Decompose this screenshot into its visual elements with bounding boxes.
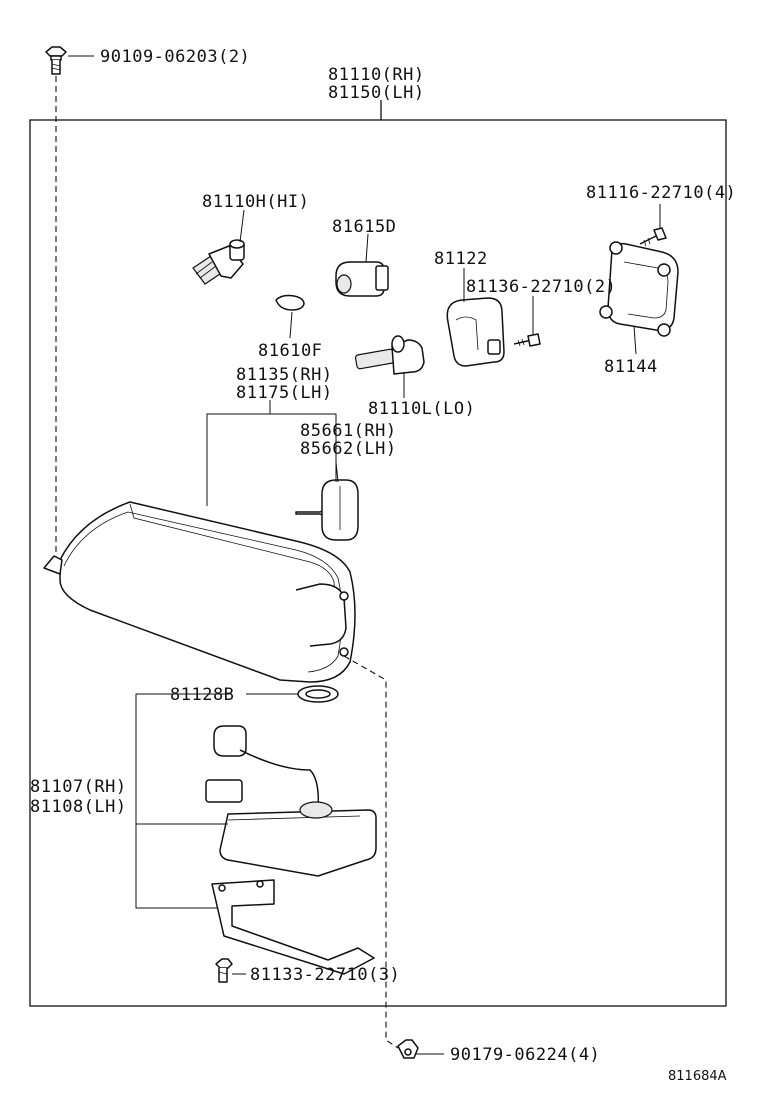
hi-beam-bulb-icon — [192, 239, 245, 285]
label-ballast-lh: 81108(LH) — [30, 797, 127, 817]
label-ballast-rh: 81107(RH) — [30, 777, 127, 797]
label-gasket: 81128B — [170, 685, 234, 705]
top-screw-icon — [45, 46, 67, 75]
hi-bulb-leader — [239, 209, 245, 243]
lo-beam-bulb-icon — [354, 335, 425, 375]
small-screw-icon — [513, 333, 541, 347]
bracket-screw-icon — [215, 958, 233, 983]
socket-81615d-icon — [335, 261, 389, 297]
label-cover: 81122 — [434, 249, 488, 269]
figure-reference: 811684A — [668, 1069, 727, 1084]
socket-d-leader — [365, 233, 369, 263]
label-assy-rh: 81110(RH) — [328, 65, 425, 85]
label-unit-rh: 81135(RH) — [236, 365, 333, 385]
rear-cover-leader — [633, 325, 637, 355]
label-socket-lh: 85662(LH) — [300, 439, 397, 459]
cover-81122-icon — [446, 297, 505, 367]
label-bulb-lo: 81110L(LO) — [368, 399, 475, 419]
headlamp-housing-icon — [43, 501, 356, 683]
mounting-bracket-icon — [211, 879, 375, 975]
clip-81610f-icon — [275, 294, 305, 311]
label-assy-lh: 81150(LH) — [328, 83, 425, 103]
rear-cover-81144-icon — [599, 241, 679, 337]
bottom-nut-icon — [397, 1039, 419, 1059]
label-nut-bottom: 90179-06224(4) — [450, 1045, 600, 1065]
ballast-unit-icon — [205, 725, 377, 877]
gasket-ring-icon — [297, 685, 339, 703]
label-rear-cover: 81144 — [604, 357, 658, 377]
label-screw-top: 90109-06203(2) — [100, 47, 250, 67]
label-bulb-hi: 81110H(HI) — [202, 192, 309, 212]
label-screw-2: 81136-22710(2) — [466, 277, 616, 297]
clip-leader — [289, 311, 293, 339]
label-unit-lh: 81175(LH) — [236, 383, 333, 403]
unit-bracket-leader — [206, 413, 337, 506]
ballast-bracket-leader — [135, 693, 232, 909]
bottom-nut-dashed-path — [343, 655, 399, 1049]
label-screw-4: 81116-22710(4) — [586, 183, 736, 203]
screw-81116-icon — [639, 227, 667, 247]
label-socket-rh: 85661(RH) — [300, 421, 397, 441]
side-socket-icon — [295, 479, 359, 541]
assembly-boundary-box — [29, 119, 727, 1007]
label-screw-3: 81133-22710(3) — [250, 965, 400, 985]
label-clip: 81610F — [258, 341, 322, 361]
label-socket-d: 81615D — [332, 217, 396, 237]
